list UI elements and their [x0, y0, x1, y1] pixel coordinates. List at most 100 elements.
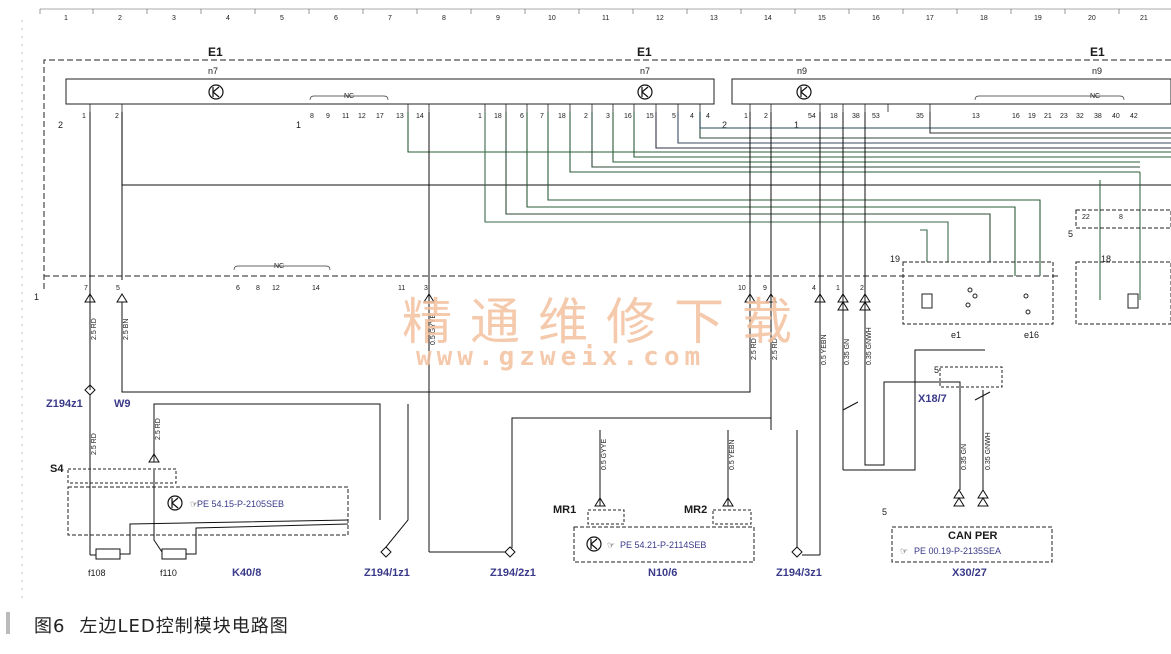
- ref-pe1: PE 54.15-P-2105SEB: [197, 499, 284, 509]
- nc-label: NC: [1090, 93, 1100, 100]
- component-e1-box: [902, 261, 1054, 325]
- pin-label: 19: [1028, 113, 1036, 120]
- grid-number: 1: [64, 15, 68, 22]
- pin-label: 9: [326, 113, 330, 120]
- pin-label: 54: [808, 113, 816, 120]
- pin-label: 42: [1130, 113, 1138, 120]
- component-label: S4: [50, 463, 64, 475]
- nc-label: NC: [344, 93, 354, 100]
- pin-label: 18: [558, 113, 566, 120]
- connector-number: 2: [58, 120, 63, 130]
- pin-label: 38: [852, 113, 860, 120]
- pin-label: 2: [860, 285, 864, 292]
- pin-label: 12: [272, 285, 280, 292]
- wire-label: 0.5 GYYE: [430, 314, 437, 345]
- wire-label: 0.5 YEBN: [821, 334, 828, 365]
- wire-label: 2.5 RD: [91, 433, 98, 455]
- connector-number: 19: [890, 254, 900, 264]
- component-label: CAN PER: [948, 530, 998, 542]
- grid-number: 21: [1140, 15, 1148, 22]
- grid-number: 17: [926, 15, 934, 22]
- grid-number: 6: [334, 15, 338, 22]
- pin-label: 12: [358, 113, 366, 120]
- grid-number: 20: [1088, 15, 1096, 22]
- figure-number: 图6: [34, 616, 66, 637]
- pin-label: 16: [624, 113, 632, 120]
- module-n9-label: n9: [797, 66, 807, 76]
- component-label: X18/7: [918, 393, 947, 405]
- module-n7-label: n7: [208, 66, 218, 76]
- wire-label: 2.5 RD: [155, 418, 162, 440]
- connector-number: 1: [34, 292, 39, 302]
- pin-label: 35: [916, 113, 924, 120]
- figure-caption: 图6 左边LED控制模块电路图: [34, 612, 303, 638]
- pin-label: 6: [520, 113, 524, 120]
- pin-label: 14: [416, 113, 424, 120]
- figure-title: 左边LED控制模块电路图: [79, 616, 289, 637]
- pin-label: 32: [1076, 113, 1084, 120]
- pin-label: 21: [1044, 113, 1052, 120]
- component-k40-box: [67, 486, 349, 536]
- grid-number: 19: [1034, 15, 1042, 22]
- ref-icon: ☞: [900, 546, 908, 556]
- module-e1-label: E1: [208, 45, 223, 59]
- fuse-label: f108: [88, 568, 106, 578]
- transistor-icon: [796, 84, 812, 100]
- pin-label: 10: [738, 285, 746, 292]
- connector-number: 5: [1068, 229, 1073, 239]
- pin-label: 2: [584, 113, 588, 120]
- module-e1-frame: [43, 59, 1171, 290]
- wire-label: 2.5 RD: [91, 318, 98, 340]
- transistor-icon: [586, 536, 602, 552]
- connector-number: 1: [296, 120, 301, 130]
- component-label: X30/27: [952, 567, 987, 579]
- pin-label: 11: [398, 285, 405, 292]
- fuse-label: f110: [160, 568, 177, 578]
- pin-label: 15: [646, 113, 654, 120]
- page-edge: [6, 612, 10, 634]
- grid-number: 7: [388, 15, 392, 22]
- connector-number: 8: [1119, 214, 1123, 221]
- connector-label: Z194/3z1: [776, 567, 822, 579]
- pin-label: 2: [764, 113, 768, 120]
- wire-label: 0.35 GN: [961, 444, 968, 470]
- wire-label: 2.5 RD: [772, 338, 779, 360]
- component-label: e1: [951, 330, 961, 340]
- grid-number: 11: [602, 15, 609, 22]
- pin-label: 7: [84, 285, 88, 292]
- pin-label: 7: [540, 113, 544, 120]
- pin-label: 1: [478, 113, 482, 120]
- connector-number: 18: [1101, 254, 1111, 264]
- pin-label: 13: [972, 113, 980, 120]
- component-label: K40/8: [232, 567, 261, 579]
- connector-label: Z194z1: [46, 398, 83, 410]
- pin-label: 4: [706, 113, 710, 120]
- pin-label: 3: [606, 113, 610, 120]
- pin-label: 8: [310, 113, 314, 120]
- wire-label: 0.5 YEBN: [729, 439, 736, 470]
- pin-label: 38: [1094, 113, 1102, 120]
- pin-label: 4: [812, 285, 816, 292]
- grid-number: 10: [548, 15, 556, 22]
- connector-number: 22: [1082, 214, 1090, 221]
- pin-label: 9: [763, 285, 767, 292]
- pin-label: 17: [376, 113, 384, 120]
- pin-label: 3: [424, 285, 428, 292]
- module-n7-label: n7: [640, 66, 650, 76]
- watermark-url: www.gzweix.com: [416, 342, 706, 372]
- pin-label: 2: [115, 113, 119, 120]
- grid-number: 4: [226, 15, 230, 22]
- watermark-text: 精通维修下载: [402, 293, 810, 351]
- module-e1-label: E1: [637, 45, 652, 59]
- pin-label: 8: [256, 285, 260, 292]
- ref-icon: ☞: [607, 540, 615, 550]
- wire-label: 2.5 RD: [751, 338, 758, 360]
- connector-label: Z194/1z1: [364, 567, 410, 579]
- grid-number: 9: [496, 15, 500, 22]
- connector-label: W9: [114, 398, 131, 410]
- pin-label: 23: [1060, 113, 1068, 120]
- pin-label: 14: [312, 285, 320, 292]
- connector-number: 2: [722, 120, 727, 130]
- grid-number: 5: [280, 15, 284, 22]
- grid-number: 3: [172, 15, 176, 22]
